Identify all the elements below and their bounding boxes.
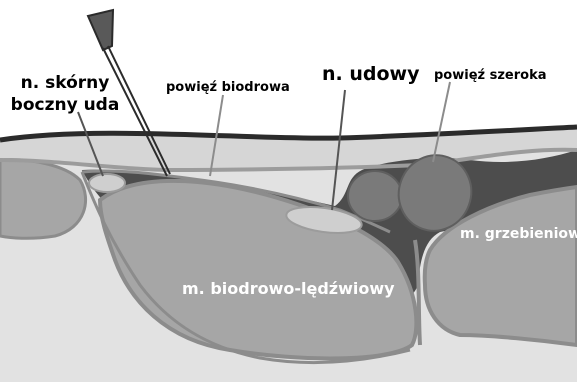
label-fascia-lata: powięź szeroka: [434, 68, 547, 83]
label-femoral-nerve: n. udowy: [322, 63, 420, 85]
label-lfcn-line1: n. skórny: [21, 73, 110, 93]
femoral-vein: [348, 171, 402, 221]
label-lfcn-line2: boczny uda: [11, 95, 120, 115]
lateral-femoral-cutaneous-nerve-shape: [89, 174, 125, 192]
label-iliopsoas: m. biodrowo-lędźwiowy: [182, 279, 395, 298]
label-iliac-fascia: powięź biodrowa: [166, 80, 290, 95]
label-pectineus: m. grzebieniowy: [460, 226, 577, 242]
